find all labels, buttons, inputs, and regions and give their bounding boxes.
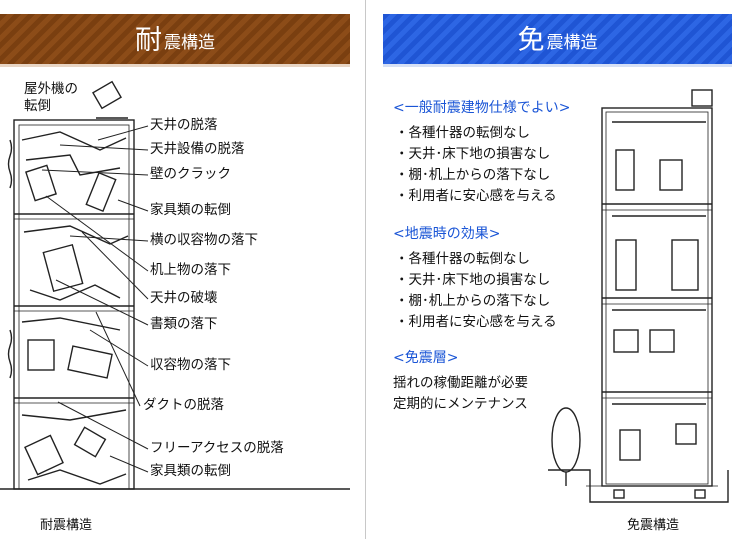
outdoor-unit-label-1: 屋外機の <box>24 81 78 97</box>
left-banner-text: 震構造 <box>164 32 215 53</box>
callout-desk-items-fall: 机上物の落下 <box>150 262 231 278</box>
callout-duct-fall: ダクトの脱落 <box>143 397 224 413</box>
callout-side-storage-fall: 横の収容物の落下 <box>150 232 258 248</box>
right-banner-underline <box>383 64 732 67</box>
callout-ceiling-destruction: 天井の破壊 <box>150 290 218 306</box>
left-building-illustration <box>0 80 350 490</box>
list-item: ・天井･床下地の損害なし <box>395 146 551 162</box>
callout-furniture-overturn-2: 家具類の転倒 <box>150 463 231 479</box>
section-heading-earthquake-effect: <地震時の効果> <box>393 226 501 242</box>
left-title-banner: 耐 震構造 <box>0 14 350 66</box>
callout-furniture-overturn: 家具類の転倒 <box>150 202 231 218</box>
left-callout-leaders <box>41 125 149 473</box>
right-building-illustration <box>548 89 729 503</box>
right-banner-text: 震構造 <box>546 32 598 53</box>
right-title-banner: 免 震構造 <box>383 14 732 66</box>
center-divider <box>365 0 366 539</box>
right-banner-big-char: 免 <box>517 24 545 56</box>
list-item: ・利用者に安心感を与える <box>395 314 557 330</box>
left-caption: 耐震構造 <box>40 518 93 533</box>
outdoor-unit-label-2: 転倒 <box>24 98 51 114</box>
list-item: ・各種什器の転倒なし <box>395 125 530 141</box>
callout-wall-crack: 壁のクラック <box>150 166 231 182</box>
list-item: 定期的にメンテナンス <box>393 396 528 412</box>
left-banner-underline <box>0 64 350 67</box>
section-heading-isolation-layer: <免震層> <box>393 350 459 366</box>
right-caption: 免震構造 <box>627 518 680 533</box>
callout-free-access-fall: フリーアクセスの脱落 <box>150 440 284 456</box>
left-banner-big-char: 耐 <box>135 24 162 56</box>
callout-documents-fall: 書類の落下 <box>150 316 218 332</box>
section-heading-standard-spec: <一般耐震建物仕様でよい> <box>393 100 571 116</box>
list-item: ・各種什器の転倒なし <box>395 251 530 267</box>
callout-ceiling-fall: 天井の脱落 <box>150 117 218 133</box>
list-item: ・棚･机上からの落下なし <box>395 293 551 309</box>
callout-ceiling-equipment-fall: 天井設備の脱落 <box>150 141 245 157</box>
list-item: ・棚･机上からの落下なし <box>395 167 551 183</box>
list-item: 揺れの稼働距離が必要 <box>393 375 528 391</box>
list-item: ・天井･床下地の損害なし <box>395 272 551 288</box>
list-item: ・利用者に安心感を与える <box>395 188 557 204</box>
callout-contents-fall: 収容物の落下 <box>150 357 231 373</box>
